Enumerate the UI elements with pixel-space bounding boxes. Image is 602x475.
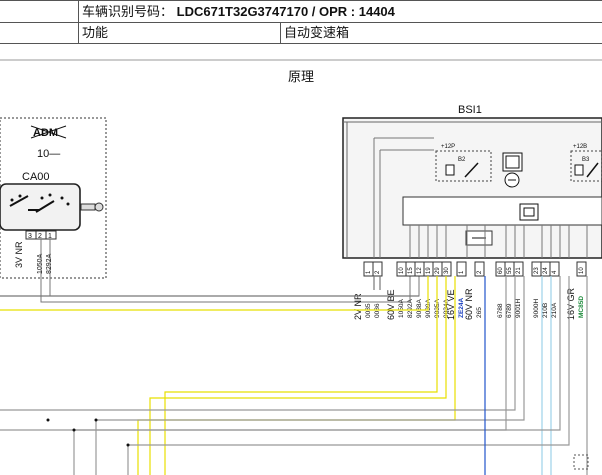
key-icon	[80, 202, 104, 212]
header-border-bottom	[0, 43, 602, 44]
bsi-pin-number: 24	[543, 267, 549, 274]
wire-9038a	[0, 276, 429, 311]
ca00-switch-body	[0, 183, 81, 231]
bsi-pin-color: 60V BE	[386, 289, 396, 320]
relay-b2-coil	[445, 162, 479, 178]
wire-265	[0, 276, 507, 431]
wire-6788	[0, 276, 516, 411]
bsi-pin-color: 2V NR	[353, 293, 363, 320]
bsi-pin-box	[456, 261, 467, 277]
bsi-wire-label: 265	[476, 307, 483, 318]
bsi-pin-box	[474, 261, 485, 277]
vin-label: 车辆识别号码：	[82, 4, 174, 19]
ca00-contact-dots	[10, 193, 70, 206]
function-label: 功能	[82, 25, 109, 40]
ca00-switch-contacts	[9, 195, 55, 213]
function-value: 自动变速箱	[284, 25, 350, 40]
wire-210a	[127, 276, 570, 475]
ca00-pin-2: 2	[38, 233, 42, 240]
relay-label-12p: +12P	[441, 144, 455, 150]
bsi-pin-number: 21	[516, 267, 522, 274]
vin-row: 车辆识别号码： LDC671T32G3747170 / OPR : 14404	[82, 4, 395, 20]
ca00-connector-color: 3V NR	[14, 241, 24, 268]
bsi-pin-number: 15	[408, 267, 414, 274]
bsi-pin-number: 2	[375, 270, 381, 274]
wire-junctions	[46, 418, 130, 447]
ca00-dashed-frame	[0, 117, 107, 279]
bsi-wire-label: 6789	[506, 303, 513, 318]
bsi-pin-number: 10	[579, 267, 585, 274]
bsi-pin-number: 10	[399, 267, 405, 274]
header-divider	[0, 22, 602, 23]
bsi-pin-box	[513, 261, 524, 277]
bsi-wire-label: 9038A	[416, 299, 423, 318]
wire-210b	[73, 276, 561, 475]
wire-6789	[95, 276, 525, 475]
header-table: 车辆识别号码： LDC671T32G3747170 / OPR : 14404 …	[0, 0, 602, 44]
header-col-divider-2	[280, 22, 281, 44]
relay-b3-coil	[574, 162, 599, 178]
bsi-pin-number: 19	[426, 267, 432, 274]
bsi-wire-label: 6788	[497, 303, 504, 318]
bsi-wire-label: 210B	[542, 303, 549, 318]
ca00-name: CA00	[22, 171, 50, 183]
bsi-wire-label: ZE24A	[458, 297, 465, 318]
adm-label: ADM	[30, 125, 67, 139]
bsi-pin-number: 23	[534, 267, 540, 274]
ca00-pin-3: 3	[28, 233, 32, 240]
bsi-pin-number: 12	[417, 267, 423, 274]
bsi-pin-number: 60	[498, 267, 504, 274]
relay-label-12b: +12B	[573, 144, 587, 150]
wire-9039a	[164, 276, 438, 475]
vin-value: LDC671T32G3747170 / OPR : 14404	[176, 4, 395, 19]
external-wires	[0, 276, 588, 475]
bsi-wire-label: 210A	[551, 302, 558, 318]
bsi-wire-label: MC85D	[578, 296, 585, 318]
section-title: 原理	[287, 70, 314, 85]
bsi-wire-label: 9000H	[533, 299, 540, 318]
bsi-pin-box	[549, 261, 560, 277]
wire-1050a	[40, 239, 411, 303]
bsi-pin-box	[372, 261, 383, 277]
bsi-internal-links	[373, 137, 588, 258]
ca00-sub-label: 10—	[37, 148, 60, 160]
bsi-pin-color: 60V NR	[464, 288, 474, 320]
bsi-wire-label: 9001H	[515, 299, 522, 318]
bsi-pin-box	[576, 261, 587, 277]
bsi-pin-color: 16V VE	[446, 289, 456, 320]
bsi-pin-number: 30	[444, 267, 450, 274]
bsi-pin-number: 55	[507, 267, 513, 274]
bsi-pin-number: 1	[366, 270, 372, 274]
bsi-pin-number: 4	[552, 270, 558, 274]
relay-label-b2: B2	[458, 157, 466, 163]
relay-label-b3: B3	[582, 157, 590, 163]
bsi-internal-bus	[402, 196, 602, 226]
header-border-top	[0, 0, 602, 1]
bsi-pin-color: 16V GR	[566, 287, 576, 320]
ca00-pin-1: 1	[48, 233, 52, 240]
bsi-pin-number: 29	[435, 267, 441, 274]
bsi-internal-ic	[502, 152, 523, 188]
bsi-pin-number: 1	[459, 270, 465, 274]
relay-b2-frame	[435, 150, 492, 182]
bsi-wire-label: 1050A	[398, 299, 405, 318]
header-col-divider	[78, 0, 79, 44]
bottom-right-indicator	[573, 454, 589, 470]
relay-b3-frame	[570, 150, 602, 182]
bsi-chip-icon	[519, 203, 539, 221]
transistor-icon	[465, 230, 493, 246]
bsi-wire-label: 8292A	[407, 299, 414, 318]
bsi-pin-number: 2	[477, 270, 483, 274]
wire-9035a	[149, 276, 447, 475]
bsi-name: BSI1	[458, 104, 482, 116]
